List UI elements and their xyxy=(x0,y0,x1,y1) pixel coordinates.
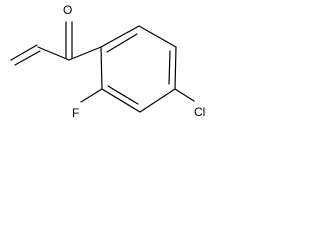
carbonyl-to-ring-bond xyxy=(68,46,102,61)
ring-bond-c4-c5 xyxy=(174,46,177,90)
ring-bond-c5-c6 xyxy=(138,25,177,48)
ring-inner-double-bond-bottom xyxy=(107,85,139,105)
vinyl-double-bond-inner xyxy=(14,50,41,66)
ring-to-chlorine-bond xyxy=(174,88,195,102)
ring-bond-c1-c2 xyxy=(100,46,103,90)
vinyl-double-bond-outer xyxy=(10,44,38,61)
ring-inner-double-bond-right xyxy=(168,50,171,85)
ring-bond-c2-c3 xyxy=(101,88,141,113)
chlorine-atom-label: Cl xyxy=(194,105,205,119)
oxygen-atom-label: O xyxy=(63,3,72,17)
ring-to-fluorine-bond xyxy=(80,88,103,103)
ring-inner-double-bond-left xyxy=(106,33,138,53)
chemical-structure-diagram: O F Cl xyxy=(10,3,205,120)
ring-bond-c6-c1 xyxy=(100,25,140,48)
fluorine-atom-label: F xyxy=(72,106,79,120)
ring-bond-c3-c4 xyxy=(139,88,176,113)
vinyl-to-carbonyl-bond xyxy=(37,46,70,61)
